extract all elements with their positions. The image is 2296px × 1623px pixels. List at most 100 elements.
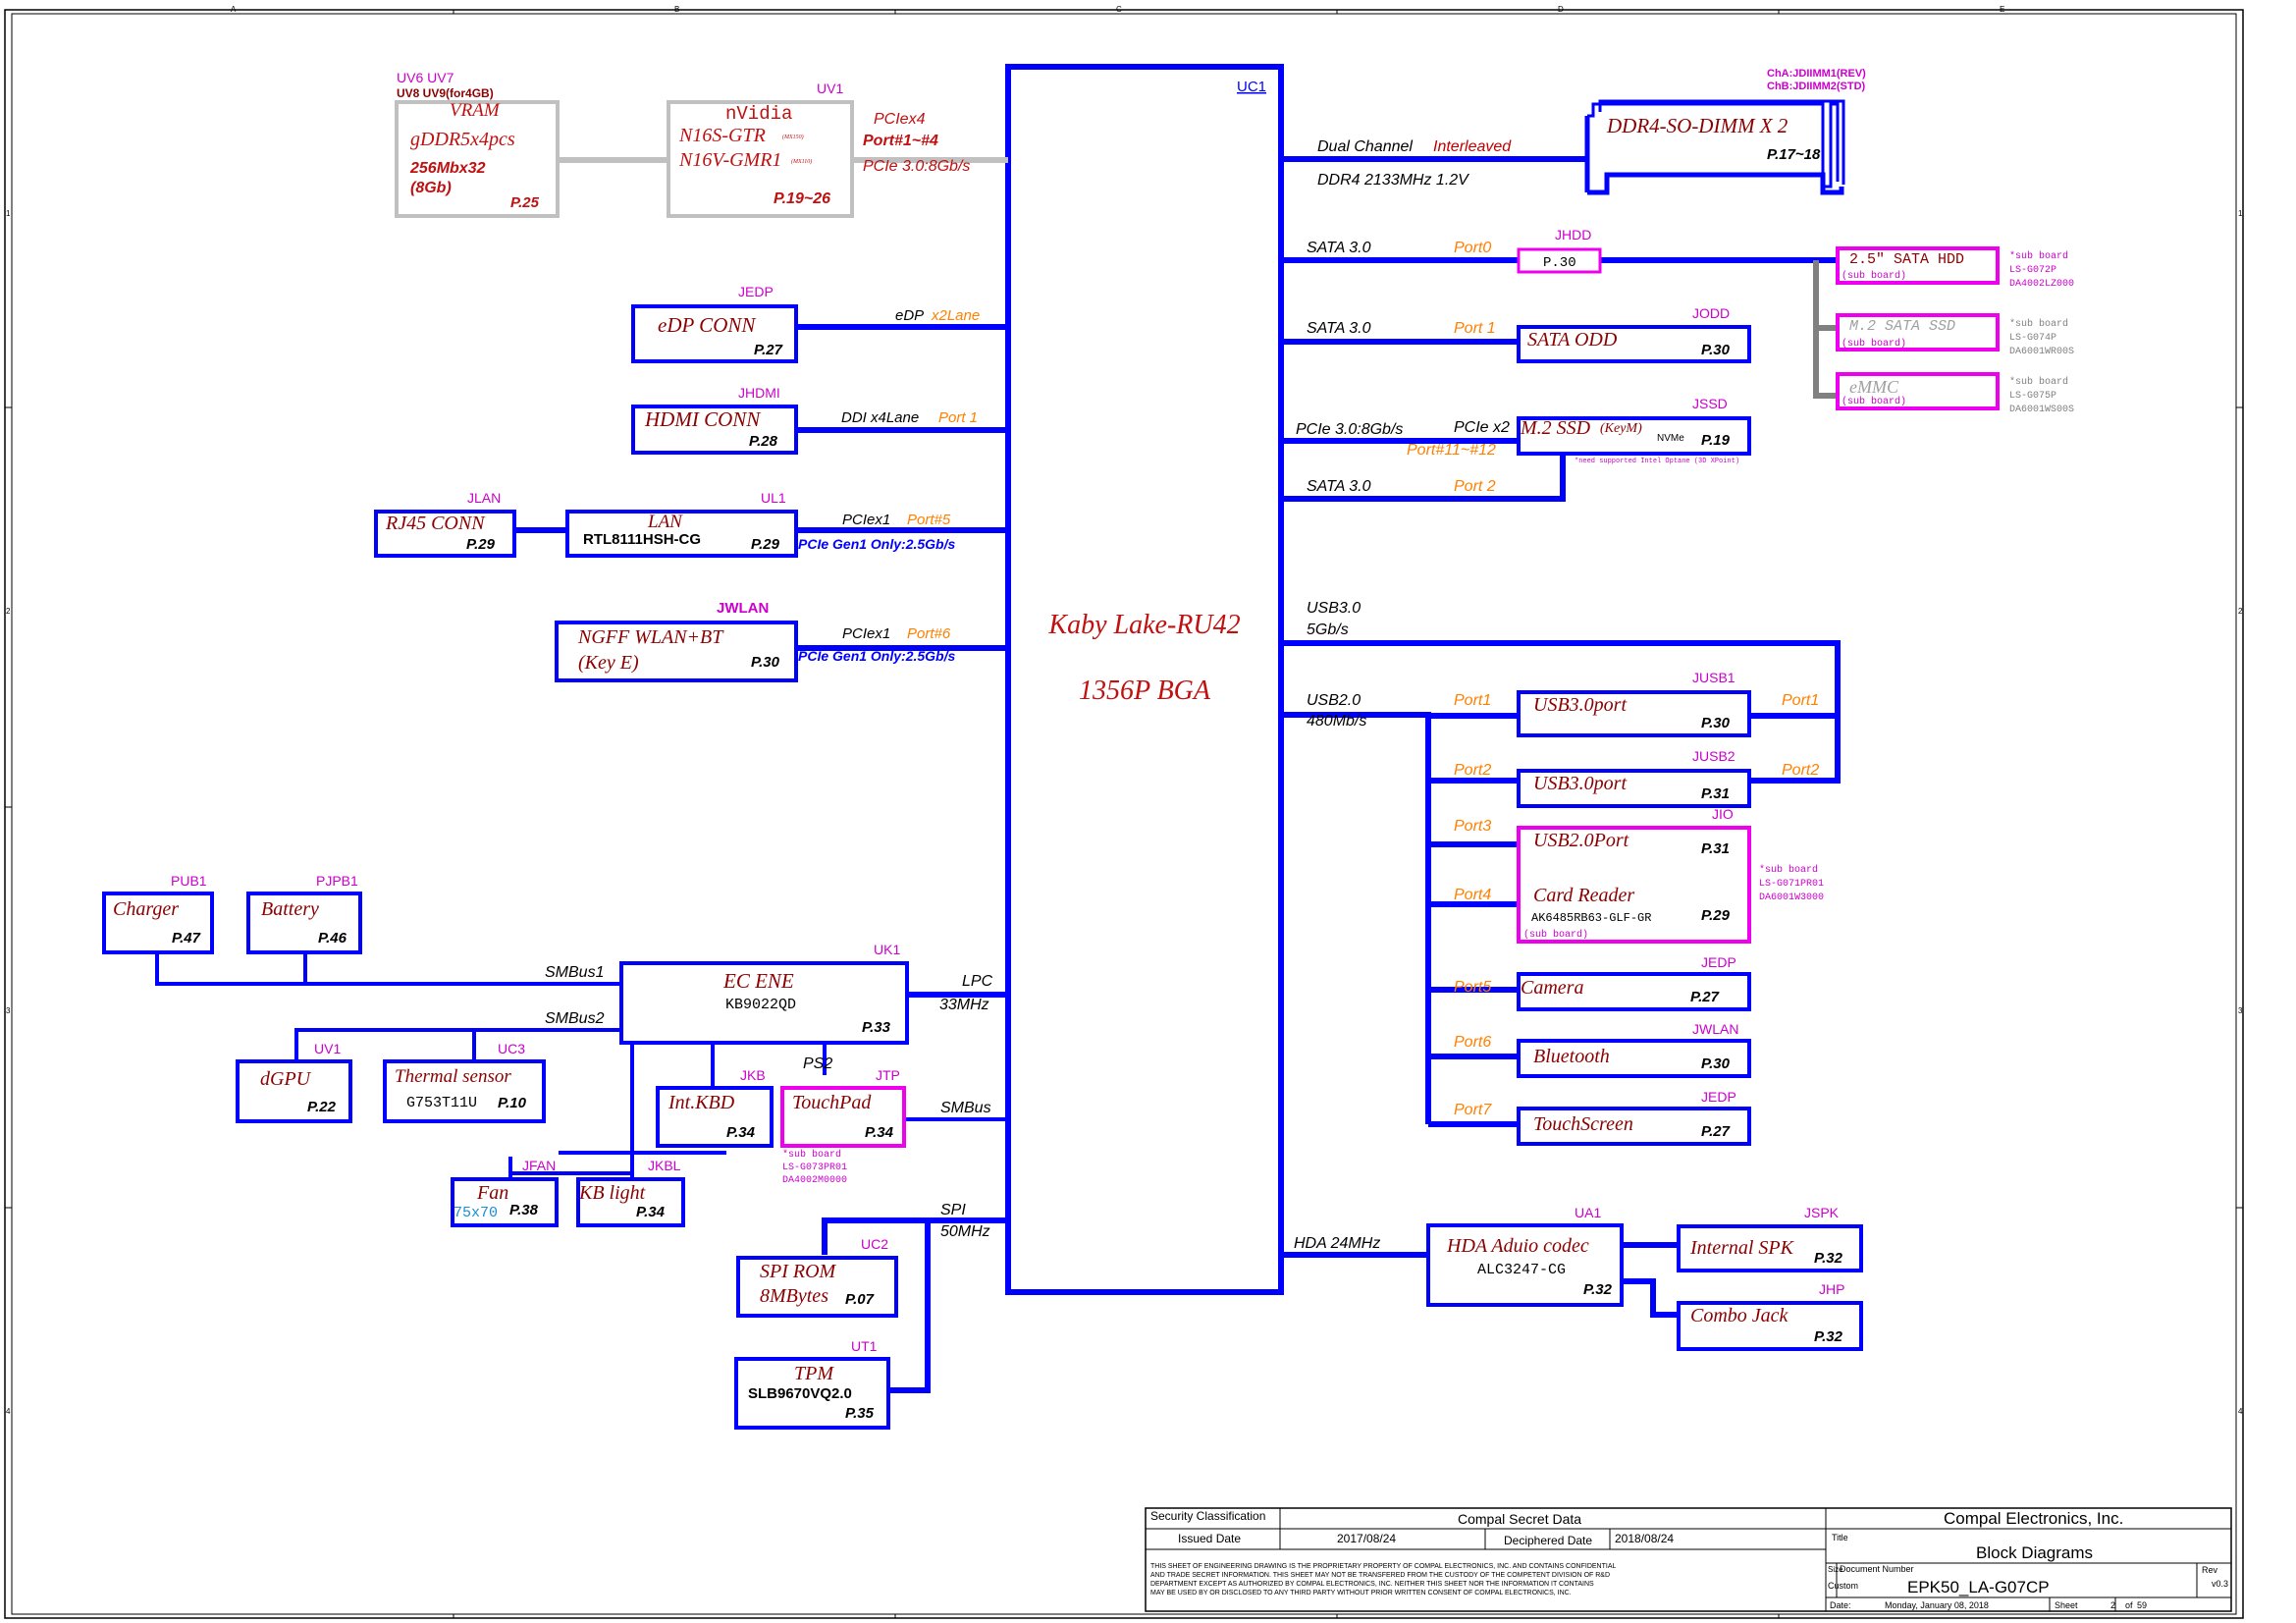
touchscreen-block: Port7 JEDP TouchScreen P.27 xyxy=(1454,1089,1751,1146)
ddr-page: P.17~18 xyxy=(1767,146,1821,163)
ssd-ports: Port#11~#12 xyxy=(1407,442,1496,459)
wlan-key: (Key E) xyxy=(578,652,639,674)
jio-usb-page: P.31 xyxy=(1701,840,1730,857)
wlan-port: Port#6 xyxy=(907,625,951,642)
sata2-bus: SATA 3.0 xyxy=(1307,478,1371,495)
charger-ref: PUB1 xyxy=(171,873,207,889)
battery-title: Battery xyxy=(261,898,319,920)
tb-date-label: Date: xyxy=(1830,1600,1851,1610)
hda-bus: HDA 24MHz xyxy=(1294,1235,1380,1252)
jio-block: Port3 Port4 JIO USB2.0Port P.31 Card Rea… xyxy=(1454,806,1824,944)
vram-capacity: (8Gb) xyxy=(410,180,452,196)
ec-ps2: PS2 xyxy=(803,1055,832,1072)
usb2-speed: 480Mb/s xyxy=(1307,713,1366,730)
dgpu-ref: UV1 xyxy=(314,1041,341,1056)
odd-block: SATA 3.0 Port 1 JODD SATA ODD P.30 xyxy=(1281,305,1751,363)
tb-size-label: Size xyxy=(1828,1565,1843,1574)
ddr-title: DDR4-SO-DIMM X 2 xyxy=(1606,114,1789,137)
hda-ref: UA1 xyxy=(1575,1205,1601,1220)
frame-row-1-right: 1 xyxy=(2238,209,2243,218)
wlan-page: P.30 xyxy=(751,654,780,671)
spk-page: P.32 xyxy=(1814,1250,1843,1267)
m2sata-sub: (sub board) xyxy=(1842,338,1906,350)
emmc-sub: (sub board) xyxy=(1842,396,1906,407)
tpm-chip: SLB9670VQ2.0 xyxy=(748,1385,852,1402)
tb-sheet-label: Sheet xyxy=(2055,1600,2078,1610)
gpu-ref: UV1 xyxy=(817,81,843,96)
tb-issued-date: 2017/08/24 xyxy=(1337,1532,1396,1545)
ec-smbus2: SMBus2 xyxy=(545,1010,605,1027)
tp-note-1: *sub board xyxy=(782,1149,841,1161)
jio-card-title: Card Reader xyxy=(1533,885,1634,906)
battery-block: PJPB1 Battery P.46 xyxy=(246,873,362,954)
thermal-chip: G753T11U xyxy=(406,1095,477,1111)
charger-page: P.47 xyxy=(172,930,201,947)
hdmi-page: P.28 xyxy=(749,433,778,450)
odd-title: SATA ODD xyxy=(1527,329,1618,351)
frame-row-3-right: 3 xyxy=(2238,1006,2243,1015)
usb3-bus: USB3.0 xyxy=(1307,600,1361,617)
usb2-title: USB3.0port xyxy=(1533,773,1627,794)
kbd-title: Int.KBD xyxy=(667,1092,735,1113)
sata0-page: P.30 xyxy=(1543,255,1576,271)
jio-port4: Port4 xyxy=(1454,887,1491,903)
rom-ref: UC2 xyxy=(861,1236,888,1252)
hdd-note-3: DA4002LZ000 xyxy=(2009,279,2074,290)
usb-port-2: Port2 JUSB2 USB3.0port P.31 Port2 xyxy=(1454,748,1819,808)
odd-ref: JODD xyxy=(1692,305,1730,321)
tb-total-sheets: 59 xyxy=(2137,1600,2147,1610)
kbl-title: KB light xyxy=(578,1182,646,1204)
hda-page: P.32 xyxy=(1583,1281,1613,1298)
battery-page: P.46 xyxy=(318,930,347,947)
bluetooth-block: Port6 JWLAN Bluetooth P.30 xyxy=(1454,1021,1751,1078)
wlan-title: NGFF WLAN+BT xyxy=(577,626,724,648)
odd-port: Port 1 xyxy=(1454,320,1496,337)
frame-col-d: D xyxy=(1558,5,1564,14)
fan-ref: JFAN xyxy=(522,1158,556,1173)
frame-col-c: C xyxy=(1116,5,1122,14)
ec-lpc: LPC xyxy=(962,973,993,990)
touch-title: TouchScreen xyxy=(1533,1113,1633,1135)
wlan-bus: PCIex1 xyxy=(842,625,890,642)
lan-port: Port#5 xyxy=(907,512,951,528)
usb1-port3: Port1 xyxy=(1782,692,1819,709)
frame-row-2-right: 2 xyxy=(2238,607,2243,616)
kbl-ref: JKBL xyxy=(648,1158,681,1173)
ddr-bus-interleave: Interleaved xyxy=(1433,138,1512,155)
frame-col-b: B xyxy=(674,5,679,14)
tb-of: of xyxy=(2125,1600,2133,1610)
thermal-title: Thermal sensor xyxy=(395,1066,511,1087)
fan-block: JFAN Fan 75x70 P.38 xyxy=(451,1157,559,1227)
sata0-bus: SATA 3.0 xyxy=(1307,240,1371,256)
tb-date: Monday, January 08, 2018 xyxy=(1885,1600,1989,1610)
gpu-bus: PCIex4 xyxy=(874,111,926,128)
tb-legal-2: AND TRADE SECRET INFORMATION. THIS SHEET… xyxy=(1150,1572,1610,1579)
tb-legal-4: MAY BE USED BY OR DISCLOSED TO ANY THIRD… xyxy=(1150,1590,1572,1596)
tb-size-value: Custom xyxy=(1828,1581,1858,1591)
hdmi-block: JHDMI HDMI CONN P.28 DDI x4Lane Port 1 xyxy=(631,385,1008,455)
edp-lanes: x2Lane xyxy=(931,307,980,324)
bt-title: Bluetooth xyxy=(1533,1046,1610,1067)
ec-title: EC ENE xyxy=(722,969,794,993)
usb-port-1: Port1 JUSB1 USB3.0port P.30 Port1 xyxy=(1454,670,1819,737)
ec-lpc-freq: 33MHz xyxy=(939,997,989,1013)
usb-buses: USB3.0 5Gb/s USB2.0 480Mb/s xyxy=(1281,600,1841,1127)
odd-page: P.30 xyxy=(1701,342,1731,358)
jio-sub: (sub board) xyxy=(1523,929,1588,941)
touchpad-block: JTP TouchPad P.34 *sub board LS-G073PR01… xyxy=(780,1067,906,1186)
tpm-page: P.35 xyxy=(845,1405,875,1422)
tb-title-label: Title xyxy=(1832,1533,1848,1542)
fan-title: Fan xyxy=(476,1182,508,1204)
tb-deciphered-date: 2018/08/24 xyxy=(1615,1532,1674,1545)
m2sata-title: M.2 SATA SSD xyxy=(1849,318,1955,335)
spi-rom-block: UC2 SPI ROM 8MBytes P.07 xyxy=(736,1236,898,1318)
vram-refs-2: UV8 UV9(for4GB) xyxy=(397,86,494,100)
thermal-page: P.10 xyxy=(498,1095,527,1111)
tb-rev-label: Rev xyxy=(2202,1565,2218,1575)
cpu-ref: UC1 xyxy=(1237,79,1266,95)
lan-block: UL1 LAN RTL8111HSH-CG P.29 PCIex1 Port#5… xyxy=(565,490,1008,558)
wlan-ref: JWLAN xyxy=(717,600,769,617)
hdmi-ref: JHDMI xyxy=(738,385,780,401)
ssd-block: PCIe 3.0:8Gb/s PCIe x2 Port#11~#12 JSSD … xyxy=(1281,396,1751,502)
bt-port: Port6 xyxy=(1454,1034,1491,1051)
